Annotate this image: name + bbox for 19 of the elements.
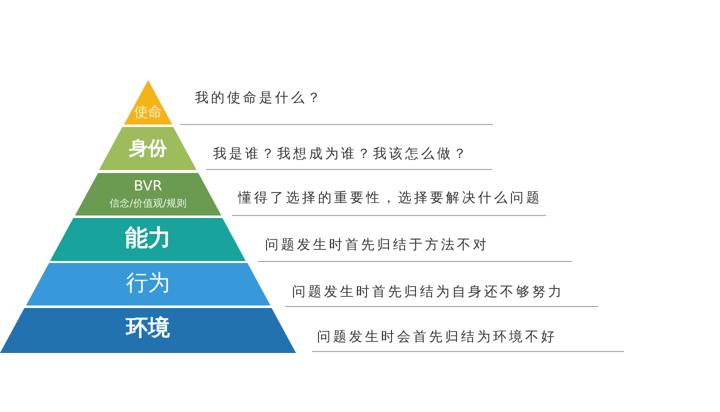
description-text: 我是谁？我想成为谁？我该怎么做？ [213, 146, 469, 162]
tier-label: 使命 [134, 105, 162, 121]
description-text: 问题发生时首先归结为自身还不够努力 [292, 284, 564, 300]
pyramid-tier [50, 218, 246, 260]
pyramid-tier [99, 127, 197, 170]
tier-label: 身份 [128, 138, 167, 159]
description-text: 问题发生时首先归结于方法不对 [265, 236, 489, 254]
pyramid-tier [124, 80, 172, 124]
description-text: 问题发生时会首先归结为环境不好 [317, 328, 557, 346]
pyramid-tier [74, 172, 222, 215]
tier-subtitle: 信念/价值观/规则 [110, 198, 186, 209]
pyramid-tier [26, 263, 270, 306]
tier-label: 行为 [126, 272, 170, 296]
tier-label: BVR [134, 179, 162, 195]
description-text: 我的使命是什么？ [195, 90, 323, 106]
tier-label: 环境 [126, 316, 170, 342]
description-text: 懂得了选择的重要性，选择要解决什么问题 [238, 190, 542, 206]
tier-label: 能力 [124, 226, 171, 252]
pyramid-tier [0, 308, 296, 353]
